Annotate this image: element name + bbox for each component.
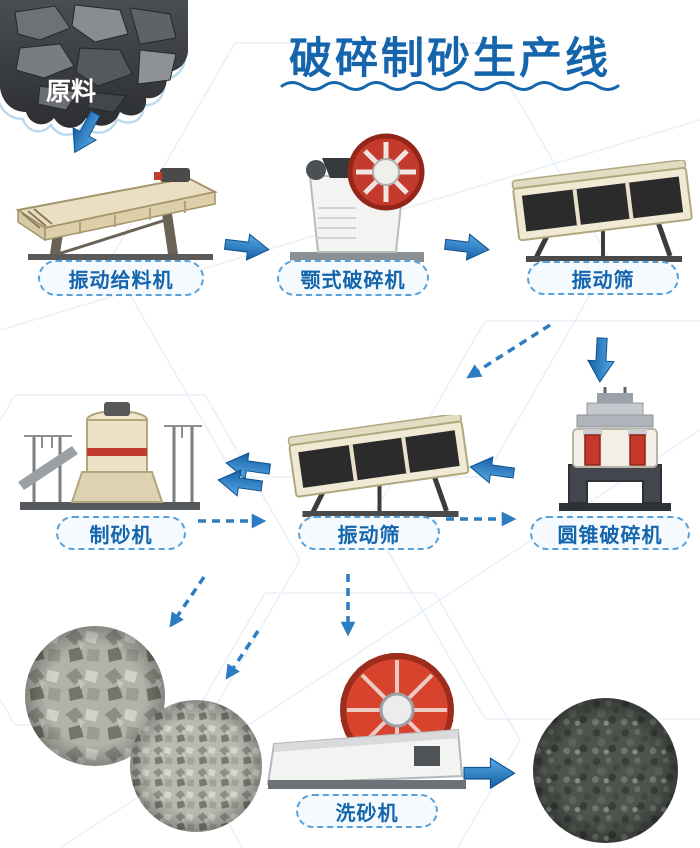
hydraulic-cylinders bbox=[583, 429, 647, 466]
washer-control-box bbox=[414, 746, 440, 766]
vibrating-screen-mid-image bbox=[287, 415, 470, 517]
conveyor bbox=[18, 446, 78, 490]
label-cone-crusher: 圆锥破碎机 bbox=[530, 516, 690, 550]
washed-sand-photo bbox=[533, 698, 678, 843]
title-wavy-underline bbox=[280, 81, 620, 91]
flywheel bbox=[347, 133, 425, 211]
label-sand-maker: 制砂机 bbox=[56, 516, 186, 550]
fine-gravel-photo bbox=[130, 700, 262, 832]
screen-deck bbox=[298, 430, 460, 488]
grizzly-bars bbox=[21, 208, 53, 229]
sand-washer-image bbox=[266, 653, 466, 789]
sand-maker-image bbox=[18, 402, 202, 510]
label-vibrating-feeder: 振动给料机 bbox=[38, 260, 204, 296]
raw-material-photo: 原料 bbox=[0, 0, 188, 136]
label-vibrating-screen-top: 振动筛 bbox=[527, 261, 679, 295]
jaw-crusher-image bbox=[290, 133, 425, 262]
label-jaw-crusher: 颚式破碎机 bbox=[277, 260, 429, 296]
vibrating-feeder-image bbox=[15, 168, 218, 260]
sand-maker-motor bbox=[104, 402, 130, 416]
coarse-gravel-photo bbox=[25, 626, 165, 766]
feeder-motor bbox=[160, 168, 190, 182]
cone-crusher-image bbox=[559, 387, 671, 511]
rock-texture bbox=[14, 4, 177, 113]
raw-material-label: 原料 bbox=[46, 78, 96, 106]
platform-railings bbox=[24, 425, 202, 448]
label-sand-washer: 洗砂机 bbox=[296, 794, 438, 828]
screen-deck bbox=[521, 176, 684, 232]
page-title: 破碎制砂生产线 bbox=[289, 35, 611, 83]
label-vibrating-screen-mid: 振动筛 bbox=[298, 516, 440, 550]
vibrating-screen-top-image bbox=[511, 160, 693, 262]
